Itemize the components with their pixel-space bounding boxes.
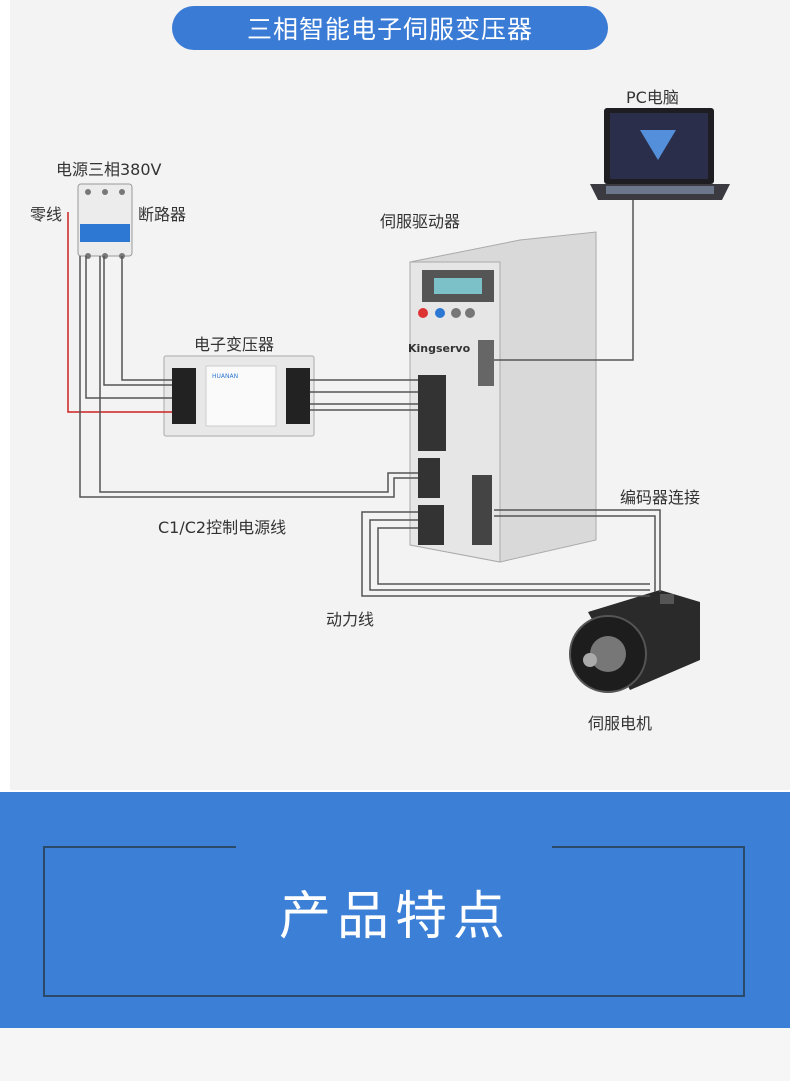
page-title: 三相智能电子伺服变压器 [172, 6, 608, 50]
label-servo-driver: 伺服驱动器 [380, 212, 461, 231]
c1-wire [79, 256, 418, 498]
label-encoder: 编码器连接 [620, 488, 701, 507]
neutral-wire [67, 212, 172, 413]
label-transformer: 电子变压器 [194, 335, 275, 354]
label-power-source: 电源三相380V [56, 160, 162, 179]
label-power-line: 动力线 [326, 610, 375, 629]
transformer-brand: HUANAN [212, 373, 238, 380]
power-wire [361, 511, 650, 597]
pc-wire [494, 200, 634, 361]
footer-strip [0, 1028, 790, 1081]
breaker-icon [77, 183, 133, 259]
encoder-wire [494, 509, 661, 592]
section-title: 产品特点 [278, 887, 511, 947]
label-neutral: 零线 [30, 205, 63, 224]
servo-driver-icon: Kingservo [408, 231, 597, 563]
driver-brand: Kingservo [408, 342, 471, 355]
transformer-icon: HUANAN [163, 355, 315, 437]
features-band [0, 792, 790, 1028]
label-control-power: C1/C2控制电源线 [158, 518, 287, 537]
laptop-icon [590, 108, 730, 200]
servo-motor-icon [569, 590, 700, 693]
band-frame [43, 846, 745, 997]
label-pc: PC电脑 [626, 88, 679, 107]
wiring-diagram: HUANAN Kingservo [67, 108, 730, 693]
label-breaker: 断路器 [138, 205, 187, 224]
label-servo-motor: 伺服电机 [588, 714, 653, 733]
c2-wire [99, 256, 418, 493]
